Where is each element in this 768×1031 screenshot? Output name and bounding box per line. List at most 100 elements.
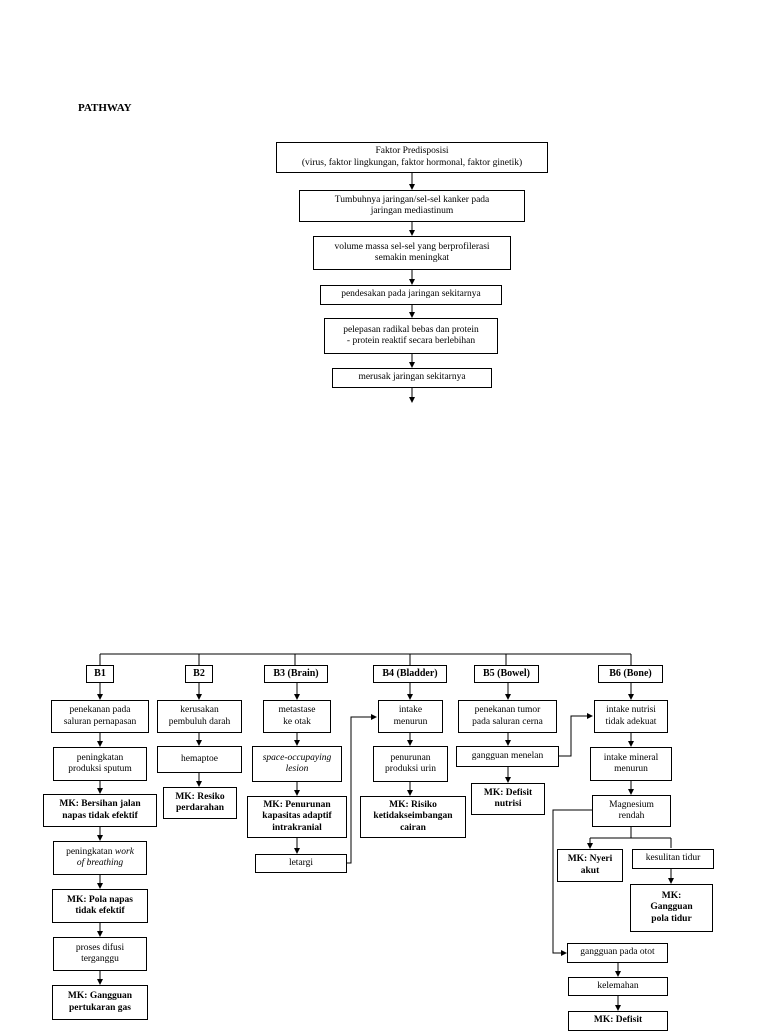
box-text: penurunan (390, 752, 431, 763)
b3-metastase-ke-otak: metastase ke otak (263, 700, 331, 733)
box-text: (virus, faktor lingkungan, faktor hormon… (301, 157, 523, 168)
box-text: pertukaran gas (68, 1002, 132, 1013)
b5-mk-defisit-nutrisi: MK: Defisit nutrisi (471, 783, 545, 815)
header-b5-bowel: B5 (Bowel) (474, 665, 539, 683)
box-text: perdarahan (175, 803, 225, 813)
box-text: MK: Penurunan (263, 799, 331, 810)
box-text: produksi urin (385, 764, 436, 774)
box-text: MK: Bersihan jalan (59, 799, 141, 810)
box-text: napas tidak efektif (62, 810, 138, 821)
b6-mk-nyeri-akut: MK: Nyeri akut (557, 849, 623, 882)
box-text: intrakranial (272, 822, 322, 833)
box-text: penekanan pada (69, 705, 131, 716)
box-text: ke otak (283, 716, 311, 727)
b1-peningkatan-work-of-breathing: peningkatan work of breathing (53, 841, 147, 875)
box-text: B2 (193, 668, 205, 679)
box-text: letargi (288, 857, 314, 868)
b4-mk-risiko-ketidakseimbangan-cairan: MK: Risiko ketidakseimbangan cairan (360, 796, 466, 838)
b1-mk-pola-napas: MK: Pola napas tidak efektif (52, 889, 148, 923)
b6-mk-gangguan-pola-tidur: MK: Gangguan pola tidur (630, 884, 713, 932)
header-b2: B2 (185, 665, 213, 683)
flow-box-tumbuhnya-jaringan: Tumbuhnya jaringan/sel-sel kanker pada j… (299, 190, 525, 222)
box-text: MK: Resiko (175, 791, 225, 802)
box-text: ketidakseimbangan (373, 811, 453, 822)
b5-gangguan-menelan: gangguan menelan (456, 746, 559, 767)
flow-box-pelepasan-radikal: pelepasan radikal bebas dan protein - pr… (324, 318, 498, 354)
b3-space-occupaying-lesion: space-occupaying lesion (252, 746, 342, 782)
b1-mk-bersihan-jalan-napas: MK: Bersihan jalan napas tidak efektif (43, 794, 157, 827)
box-text: B5 (Bowel) (483, 668, 530, 679)
flow-box-pendesakan: pendesakan pada jaringan sekitarnya (320, 285, 502, 305)
box-text: - protein reaktif secara berlebihan (346, 336, 476, 346)
b2-mk-resiko-perdarahan: MK: Resiko perdarahan (163, 787, 237, 819)
box-text: Gangguan (650, 902, 693, 913)
b4-intake-menurun: intake menurun (378, 700, 443, 733)
box-text: of breathing (76, 858, 124, 868)
box-text: terganggu (81, 954, 119, 964)
flow-box-volume-massa: volume massa sel-sel yang berprofilerasi… (313, 236, 511, 270)
box-text: B4 (Bladder) (382, 668, 438, 679)
box-text: Tumbuhnya jaringan/sel-sel kanker pada (334, 194, 490, 205)
b2-kerusakan-pembuluh-darah: kerusakan pembuluh darah (157, 700, 242, 733)
box-text: pembuluh darah (168, 716, 231, 727)
box-text: metastase (278, 705, 316, 716)
b4-penurunan-produksi-urin: penurunan produksi urin (373, 746, 448, 782)
box-text: MK: Pola napas (67, 894, 133, 905)
box-text: B3 (Brain) (273, 668, 319, 679)
box-text: hemaptoe (181, 753, 218, 764)
page-title: PATHWAY (78, 102, 132, 114)
b1-penekanan-saluran: penekanan pada saluran pernapasan (51, 700, 149, 733)
box-text: pendesakan pada jaringan sekitarnya (341, 289, 481, 300)
box-text: kelemahan (597, 980, 639, 991)
b5-penekanan-tumor: penekanan tumor pada saluran cerna (458, 700, 557, 733)
box-text: Faktor Predisposisi (375, 146, 449, 157)
b6-kesulitan-tidur: kesulitan tidur (632, 849, 714, 869)
b6-intake-nutrisi: intake nutrisi tidak adekuat (594, 700, 668, 733)
box-text: peningkatan work (66, 846, 134, 857)
b6-kelemahan: kelemahan (568, 977, 668, 996)
box-text: B1 (94, 668, 106, 679)
header-b3-brain: B3 (Brain) (264, 665, 328, 683)
box-text: nutrisi (494, 799, 522, 809)
box-text: pada saluran cerna (472, 716, 543, 727)
box-text: pola tidur (651, 913, 692, 924)
b6-mk-defisit: MK: Defisit (568, 1011, 668, 1031)
box-text: penekanan tumor (474, 705, 541, 716)
box-text: proses difusi (75, 942, 125, 953)
b6-gangguan-pada-otot: gangguan pada otot (567, 943, 668, 963)
box-text: MK: Defisit (483, 787, 533, 798)
box-text: Magnesium (609, 799, 654, 810)
box-text: space-occupaying (262, 752, 332, 763)
box-text: MK: Nyeri (567, 854, 613, 865)
box-text: merusak jaringan sekitarnya (358, 372, 466, 383)
header-b4-bladder: B4 (Bladder) (373, 665, 447, 683)
b1-proses-difusi: proses difusi terganggu (53, 937, 147, 971)
b1-mk-gangguan-pertukaran-gas: MK: Gangguan pertukaran gas (52, 985, 148, 1020)
box-text: intake (398, 705, 423, 716)
box-text: lesion (285, 764, 309, 774)
box-text: jaringan mediastinum (370, 206, 454, 216)
box-text: volume massa sel-sel yang berprofilerasi (334, 241, 490, 252)
b3-mk-penurunan-kapasitas-adaptif: MK: Penurunan kapasitas adaptif intrakra… (247, 796, 347, 838)
box-text: intake mineral (603, 752, 659, 763)
box-text: rendah (618, 811, 645, 821)
box-text: MK: Gangguan (67, 991, 133, 1002)
b3-letargi: letargi (255, 854, 347, 873)
box-text: MK: Risiko (389, 799, 437, 810)
flow-box-faktor-predisposisi: Faktor Predisposisi (virus, faktor lingk… (276, 142, 548, 173)
box-text: gangguan menelan (471, 750, 544, 761)
b6-magnesium-rendah: Magnesium rendah (592, 795, 671, 827)
box-text: intake nutrisi (606, 705, 656, 716)
box-text: menurun (393, 716, 428, 727)
flow-box-merusak-jaringan: merusak jaringan sekitarnya (332, 368, 492, 388)
box-text: kesulitan tidur (645, 853, 701, 864)
box-text: MK: Defisit (593, 1015, 643, 1025)
box-text: B6 (Bone) (609, 668, 652, 679)
box-text: kapasitas adaptif (262, 811, 332, 822)
b2-hemaptoe: hemaptoe (157, 746, 242, 773)
box-text: akut (580, 865, 600, 876)
box-text: peningkatan (76, 752, 124, 763)
box-text: MK: (661, 890, 682, 901)
b6-intake-mineral: intake mineral menurun (590, 747, 672, 781)
